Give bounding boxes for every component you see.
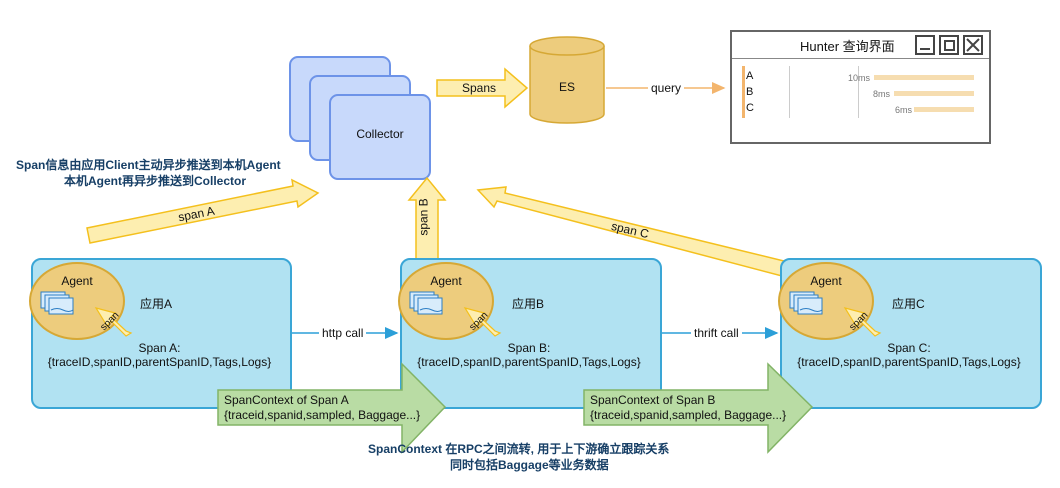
span-b-arrow [407,176,447,263]
collector-label: Collector [356,127,404,141]
span-stack-icon [789,291,823,315]
es-label: ES [558,80,575,94]
es-database-icon [529,36,605,124]
agent-c-span-arrow [843,307,882,337]
note-bottom-line2: 同时包括Baggage等业务数据 [450,458,609,472]
app-a-name: 应用A [140,297,173,311]
app-c-span-title: Span C: [887,341,931,355]
span-stack-icon [40,291,74,315]
thrift-call-label: thrift call [691,326,742,340]
agent-b-label: Agent [430,274,462,288]
hunter-row-a-label[interactable]: A [746,70,754,82]
app-b-span-fields: {traceID,spanID,parentSpanID,Tags,Logs} [417,355,641,369]
span-context-a-title: SpanContext of Span A [224,393,349,407]
hunter-divider [732,58,989,59]
app-b-span-title: Span B: [507,341,551,355]
hunter-row-b-bar [894,91,974,96]
http-call-label: http call [319,326,367,340]
hunter-trace-table [742,66,990,118]
note-bottom-line1: SpanContext 在RPC之间流转, 用于上下游确立跟踪关系 [368,442,670,456]
note-top-line1: Span信息由应用Client主动异步推送到本机Agent [16,158,281,172]
span-stack-icon [409,291,443,315]
hunter-window: Hunter 查询界面 A B C 10ms 8ms 6ms [730,30,991,144]
agent-b-span-arrow [463,307,502,337]
maximize-icon[interactable] [939,35,959,55]
note-top-line2: 本机Agent再异步推送到Collector [64,174,247,188]
span-context-b-arrow [583,362,814,454]
app-a-span-title: Span A: [138,341,181,355]
span-a-arrow [86,178,320,244]
hunter-row-c-bar [914,107,974,112]
hunter-row-c-label[interactable]: C [746,102,754,114]
span-context-a-fields: {traceid,spanid,sampled, Baggage...} [224,408,421,422]
collector-card-front [329,94,431,180]
span-context-b-fields: {traceid,spanid,sampled, Baggage...} [590,408,787,422]
span-c-arrow [476,186,790,277]
hunter-row-b-label[interactable]: B [746,86,754,98]
hunter-row-a-duration: 10ms [848,73,871,83]
hunter-window-title: Hunter 查询界面 [800,39,895,54]
app-c-span-fields: {traceID,spanID,parentSpanID,Tags,Logs} [797,355,1021,369]
spans-arrow-label: Spans [462,81,497,95]
minimize-icon[interactable] [915,35,935,55]
span-context-b-title: SpanContext of Span B [590,393,716,407]
hunter-row-c-duration: 6ms [895,105,913,115]
close-icon[interactable] [963,35,983,55]
app-b-name: 应用B [512,297,545,311]
span-context-a-arrow [217,362,447,454]
app-a-span-fields: {traceID,spanID,parentSpanID,Tags,Logs} [47,355,272,369]
spans-arrow [436,67,529,109]
hunter-row-a-bar [874,75,974,80]
agent-a-label: Agent [61,274,93,288]
hunter-row-b-duration: 8ms [873,89,891,99]
agent-a-span-arrow [94,307,133,337]
query-label: query [648,81,685,95]
app-c-name: 应用C [892,297,925,311]
agent-c-label: Agent [810,274,842,288]
